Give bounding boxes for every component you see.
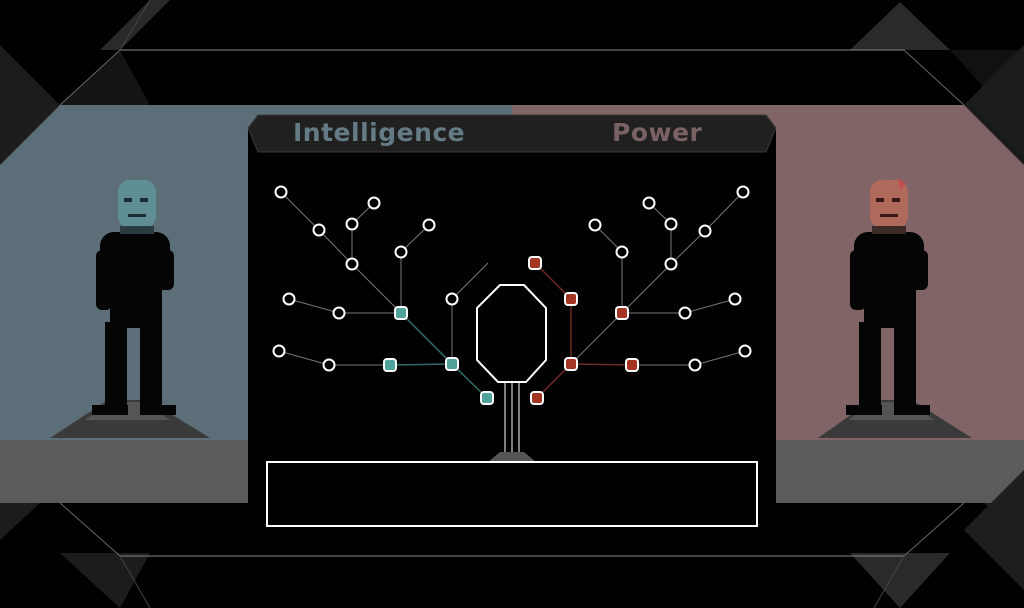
intelligence-skill-node[interactable] [394,245,408,259]
intelligence-skill-node[interactable] [332,306,346,320]
intelligence-skill-node[interactable] [345,257,359,271]
intelligence-skill-node[interactable] [345,217,359,231]
intelligence-skill-node[interactable] [274,185,288,199]
power-skill-node[interactable] [625,358,639,372]
skill-panel [248,115,776,505]
power-skill-node[interactable] [736,185,750,199]
skill-nodes [272,185,752,405]
skill-panel-header [247,114,777,153]
power-skill-node[interactable] [678,306,692,320]
intelligence-skill-node[interactable] [383,358,397,372]
intelligence-skill-node[interactable] [282,292,296,306]
intelligence-skill-node[interactable] [422,218,436,232]
intelligence-skill-node[interactable] [367,196,381,210]
power-skill-node[interactable] [564,292,578,306]
intelligence-skill-node[interactable] [272,344,286,358]
skill-description-box [266,461,758,527]
power-skill-node[interactable] [728,292,742,306]
power-skill-node[interactable] [664,257,678,271]
intelligence-skill-node[interactable] [312,223,326,237]
power-skill-node[interactable] [664,217,678,231]
power-skill-node[interactable] [615,306,629,320]
power-skill-node[interactable] [642,196,656,210]
power-skill-node[interactable] [528,256,542,270]
power-skill-node[interactable] [615,245,629,259]
intelligence-skill-node[interactable] [394,306,408,320]
power-skill-node[interactable] [564,357,578,371]
intelligence-skill-node[interactable] [445,357,459,371]
intelligence-skill-node[interactable] [322,358,336,372]
power-skill-node[interactable] [588,218,602,232]
intelligence-character [50,180,210,438]
power-skill-node[interactable] [688,358,702,372]
power-skill-node[interactable] [698,224,712,238]
power-character-face [870,180,908,228]
power-skill-node[interactable] [738,344,752,358]
tab-power[interactable]: Power [612,118,703,147]
intelligence-character-face [118,180,156,228]
power-skill-node[interactable] [530,391,544,405]
intelligence-skill-node[interactable] [480,391,494,405]
intelligence-skill-node[interactable] [445,292,459,306]
tab-intelligence[interactable]: Intelligence [293,118,466,147]
power-character [818,178,972,438]
skill-core [476,284,547,462]
